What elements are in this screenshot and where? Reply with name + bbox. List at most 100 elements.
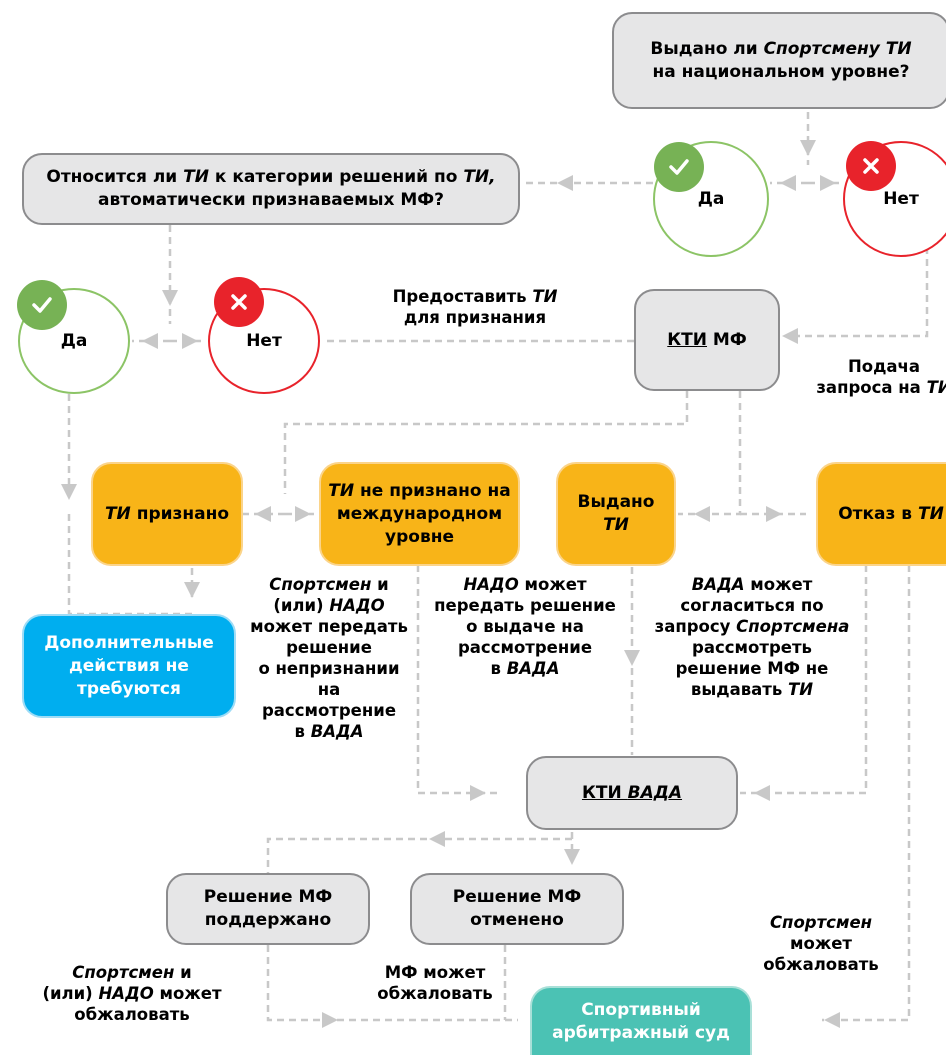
text: МФ может — [384, 963, 486, 982]
text: передать решение — [434, 596, 616, 615]
text: о выдаче на — [466, 617, 584, 636]
text-underlined: КТИ — [667, 329, 708, 350]
text: и — [371, 575, 389, 594]
text: и — [174, 963, 192, 982]
text-italic: Спортсмена — [736, 617, 850, 636]
if-decision-reversed-box: Решение МФ отменено — [410, 873, 624, 945]
connector — [740, 565, 868, 795]
connector — [266, 945, 518, 1022]
note-appeal-athlete: Спортсмен может обжаловать — [746, 912, 896, 975]
arrow-head — [694, 506, 710, 522]
text: (или) — [42, 984, 99, 1003]
text: для признания — [403, 308, 547, 327]
text-italic: ТИ, — [463, 167, 496, 187]
check-icon — [654, 142, 704, 192]
text-italic: Спортсмен — [72, 963, 175, 982]
note-appeal-if: МФ может обжаловать — [360, 962, 510, 1004]
text: международном — [336, 503, 503, 524]
text: требуются — [77, 678, 181, 699]
text-italic: ТИ — [603, 515, 629, 535]
note-non-recognition-refer: Спортсмен и (или) НАДО может передать ре… — [240, 574, 418, 742]
text-italic: НАДО — [329, 596, 385, 615]
connector — [416, 565, 502, 795]
arrow-head — [162, 290, 178, 306]
arrow-head — [820, 175, 836, 191]
no-label: Нет — [883, 189, 919, 209]
text: рассмотрение — [457, 638, 593, 657]
text: Предоставить — [392, 287, 533, 306]
text: Подача — [847, 357, 921, 376]
arrow-head — [754, 785, 770, 801]
text: обжаловать — [763, 955, 879, 974]
text: в — [294, 722, 311, 741]
arrow-head — [470, 785, 486, 801]
text: Спортивный — [581, 999, 701, 1020]
text: поддержано — [204, 910, 332, 930]
tuec-wada-box: КТИ ВАДА — [526, 756, 738, 830]
text-italic: ВАДА — [691, 575, 745, 594]
text: Относится ли — [46, 167, 184, 187]
note-appeal-athlete-nado: Спортсмен и (или) НАДО может обжаловать — [22, 962, 242, 1025]
text: может — [790, 934, 852, 953]
text: отменено — [470, 910, 564, 930]
note-wada-review: ВАДА может согласиться по запросу Спортс… — [640, 574, 864, 700]
arrow-head — [182, 333, 198, 349]
text: к категории решений по — [208, 167, 464, 187]
text: на — [317, 680, 341, 699]
arrow-head — [429, 831, 445, 847]
text: действия не — [69, 655, 189, 676]
text: (или) — [273, 596, 330, 615]
text-italic: ТИ — [328, 480, 355, 501]
text: автоматически признаваемых МФ? — [97, 190, 444, 210]
arrow-head — [766, 506, 782, 522]
arrow-head — [564, 849, 580, 865]
arrow-head — [780, 175, 796, 191]
question-auto-recognition: Относится ли ТИ к категории решений по Т… — [22, 153, 520, 225]
connector — [266, 837, 427, 873]
text: обжаловать — [377, 984, 493, 1003]
if-decision-upheld-box: Решение МФ поддержано — [166, 873, 370, 945]
question-national-tue: Выдано ли Спортсмену ТИ на национальном … — [612, 12, 946, 109]
arrow-head — [295, 506, 311, 522]
text: рассмотреть — [692, 638, 812, 657]
text: может — [744, 575, 813, 594]
text-italic-underlined: ВАДА — [627, 782, 683, 803]
text: на национальном уровне? — [652, 61, 910, 82]
text: обжаловать — [74, 1005, 190, 1024]
arrow-head — [142, 333, 158, 349]
note-issue-refer: НАДО может передать решение о выдаче на … — [430, 574, 620, 679]
tue-refusal-box: Отказ в ТИ — [816, 462, 946, 566]
text: может — [518, 575, 587, 594]
tue-issued-box: Выдано ТИ — [556, 462, 676, 566]
text-italic: ТИ — [532, 287, 558, 306]
text-underlined: КТИ — [581, 782, 628, 803]
arrow-head — [800, 140, 816, 156]
text-italic: ТИ — [183, 167, 209, 187]
text: рассмотрение — [261, 701, 397, 720]
text-italic: ТИ — [104, 503, 131, 524]
no-further-action-box: Дополнительные действия не требуются — [22, 614, 236, 718]
cross-icon — [846, 141, 896, 191]
text: согласиться по — [680, 596, 824, 615]
text: Выдано — [577, 492, 655, 512]
arrow-head — [624, 650, 640, 666]
text: запросу — [654, 617, 737, 636]
arrow-head — [61, 484, 77, 500]
text: уровне — [385, 526, 454, 547]
text: может передать — [250, 617, 408, 636]
text-italic: ВАДА — [506, 659, 560, 678]
yes-label: Да — [60, 331, 88, 351]
text: решение МФ не — [675, 659, 829, 678]
arrow-head — [184, 582, 200, 598]
text: арбитражный суд — [552, 1022, 730, 1043]
text-italic: ТИ — [917, 503, 944, 524]
arrow-head — [782, 328, 798, 344]
text: Решение МФ — [452, 887, 582, 907]
text-italic: ТИ — [788, 680, 814, 699]
text-italic: Спортсмен — [269, 575, 372, 594]
text: не признано на — [354, 480, 511, 501]
text: Дополнительные — [44, 632, 214, 653]
text-italic: ВАДА — [310, 722, 364, 741]
text: Отказ в — [838, 503, 918, 524]
